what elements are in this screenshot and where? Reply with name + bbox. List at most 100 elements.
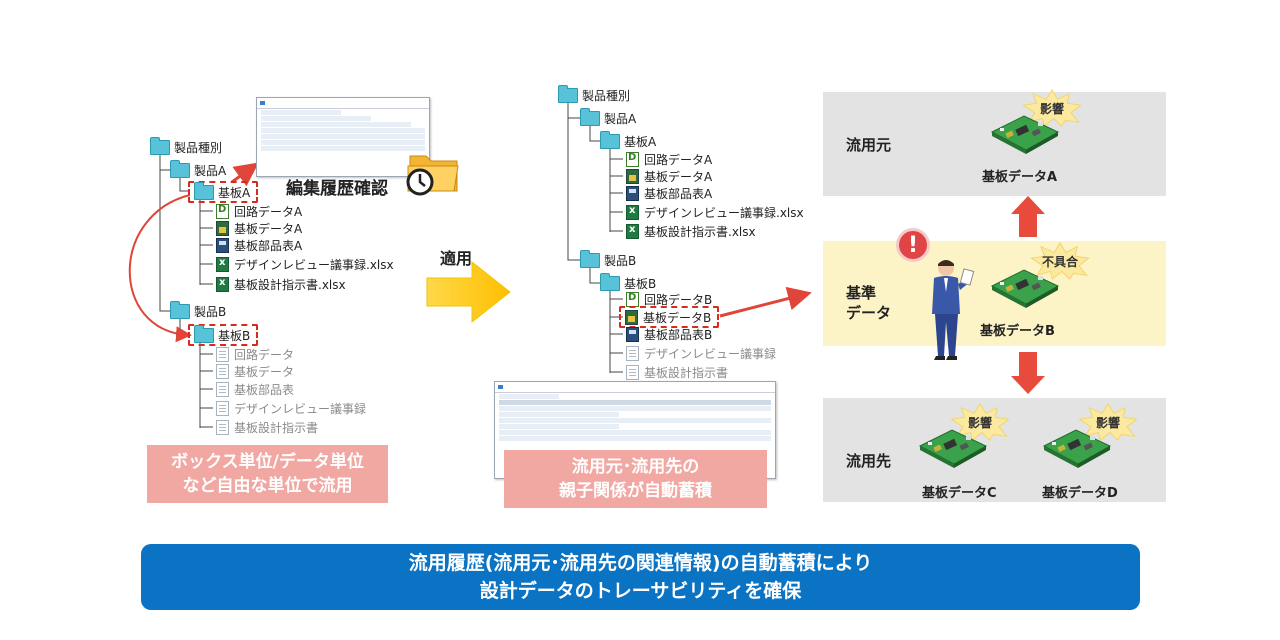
caption-line: など自由な単位で流用 — [182, 476, 353, 496]
burst-label: 影響 — [1039, 101, 1064, 116]
mid-file-b-3[interactable]: デザインレビュー議事録 — [626, 344, 776, 362]
banner-line: 流用履歴(流用元･流用先の関連情報)の自動蓄積により — [408, 552, 873, 574]
file-label: 回路データA — [644, 152, 713, 167]
file-label: 基板設計指示書.xlsx — [234, 277, 346, 292]
left-file-b-2[interactable]: 基板部品表 — [216, 380, 294, 398]
excel-file-icon — [626, 223, 639, 239]
left-file-a-3[interactable]: デザインレビュー議事録.xlsx — [216, 255, 394, 273]
left-file-a-2[interactable]: 基板部品表A — [216, 236, 302, 254]
target-board-label-d: 基板データD — [1042, 486, 1118, 501]
mid-tree-lines — [567, 102, 623, 373]
board-file-icon — [626, 168, 639, 184]
folder-icon — [600, 130, 620, 149]
file-label: 基板部品表A — [234, 238, 303, 253]
left-caption-box: ボックス単位/データ単位 など自由な単位で流用 — [147, 445, 388, 503]
left-tree-product-a[interactable]: 製品A — [170, 159, 227, 179]
base-label-line: 基準 — [846, 284, 877, 302]
folder-icon — [170, 159, 190, 178]
node-label: 基板A — [624, 134, 657, 149]
source-panel — [823, 92, 1166, 196]
left-tree-root[interactable]: 製品種別 — [150, 136, 223, 156]
file-label: 基板部品表A — [644, 186, 713, 201]
source-board-label: 基板データA — [982, 170, 1058, 185]
circuit-board-icon — [919, 429, 987, 469]
reuse-curve-arrow — [128, 194, 192, 343]
node-label: 製品A — [604, 111, 637, 126]
node-label: 製品B — [194, 304, 227, 319]
node-label: 基板B — [218, 328, 251, 343]
file-label: デザインレビュー議事録.xlsx — [234, 257, 394, 272]
mid-file-a-2[interactable]: 基板部品表A — [626, 184, 712, 202]
left-tree-board-b[interactable]: 基板B — [188, 324, 259, 346]
mid-tree-board-b[interactable]: 基板B — [600, 272, 656, 292]
mid-tree-product-b[interactable]: 製品B — [580, 249, 636, 269]
burst-label: 不具合 — [1041, 254, 1078, 269]
file-label: デザインレビュー議事録 — [644, 346, 777, 361]
folder-clock-icon — [406, 155, 459, 196]
base-label: 基準 データ — [846, 283, 891, 323]
left-file-b-4[interactable]: 基板設計指示書 — [216, 418, 318, 436]
left-file-a-0[interactable]: 回路データA — [216, 202, 302, 220]
mid-file-b-1[interactable]: 基板データB — [619, 306, 720, 328]
folder-icon — [580, 249, 600, 268]
mid-file-a-4[interactable]: 基板設計指示書.xlsx — [626, 222, 756, 240]
mid-file-a-3[interactable]: デザインレビュー議事録.xlsx — [626, 203, 804, 221]
alert-icon: ! — [896, 228, 930, 262]
blank-file-icon — [626, 345, 639, 361]
file-label: 基板データA — [234, 221, 303, 236]
node-label: 製品種別 — [174, 140, 223, 155]
excel-file-icon — [216, 276, 229, 292]
base-panel — [823, 241, 1166, 346]
apply-arrow-shape — [426, 260, 511, 324]
history-check-label: 編集履歴確認 — [286, 179, 388, 199]
mid-file-b-2[interactable]: 基板部品表B — [626, 325, 712, 343]
left-file-b-0[interactable]: 回路データ — [216, 345, 294, 363]
history-window-thumbnail — [256, 97, 430, 177]
left-tree-board-a[interactable]: 基板A — [188, 181, 259, 203]
left-file-b-3[interactable]: デザインレビュー議事録 — [216, 399, 366, 417]
excel-file-icon — [626, 204, 639, 220]
impact-burst: 影響 — [948, 402, 1012, 442]
caption-line: 親子関係が自動蓄積 — [559, 481, 712, 501]
file-label: 基板設計指示書 — [644, 365, 729, 380]
blank-file-icon — [216, 363, 229, 379]
bom-file-icon — [626, 185, 639, 201]
left-file-a-1[interactable]: 基板データA — [216, 219, 302, 237]
left-file-a-4[interactable]: 基板設計指示書.xlsx — [216, 275, 346, 293]
mid-tree-board-a[interactable]: 基板A — [600, 130, 657, 150]
blank-file-icon — [626, 364, 639, 380]
left-file-b-1[interactable]: 基板データ — [216, 362, 294, 380]
file-label: 回路データA — [234, 204, 303, 219]
up-arrow — [1011, 196, 1045, 237]
mid-file-b-4[interactable]: 基板設計指示書 — [626, 363, 728, 381]
mid-file-b-0[interactable]: 回路データB — [626, 290, 712, 308]
folder-icon — [194, 181, 214, 200]
blank-file-icon — [216, 381, 229, 397]
circuit-board-icon — [991, 269, 1059, 309]
file-label: 基板データA — [644, 169, 713, 184]
left-tree-lines — [159, 154, 213, 428]
circuit-board-icon — [991, 115, 1059, 155]
burst-label: 影響 — [967, 415, 992, 430]
circuit-board-icon — [1043, 429, 1111, 469]
source-label: 流用元 — [846, 136, 892, 154]
to-base-arrow — [719, 286, 812, 318]
impact-burst: 影響 — [1076, 402, 1140, 442]
base-board-label: 基板データB — [980, 324, 1055, 339]
mid-file-a-0[interactable]: 回路データA — [626, 150, 712, 168]
mid-file-a-1[interactable]: 基板データA — [626, 167, 712, 185]
person-icon — [932, 260, 975, 360]
excel-file-icon — [216, 256, 229, 272]
file-label: 基板部品表 — [234, 382, 295, 397]
node-label: 製品A — [194, 163, 227, 178]
mid-tree-root[interactable]: 製品種別 — [558, 84, 630, 104]
defect-burst: 不具合 — [1028, 241, 1092, 281]
folder-icon — [194, 324, 214, 343]
caption-line: 流用元･流用先の — [571, 457, 700, 477]
folder-icon — [150, 136, 170, 155]
apply-label: 適用 — [440, 249, 473, 268]
mid-tree-product-a[interactable]: 製品A — [580, 107, 637, 127]
circuit-file-icon — [216, 203, 229, 219]
target-board-label-c: 基板データC — [922, 486, 997, 501]
left-tree-product-b[interactable]: 製品B — [170, 300, 227, 320]
